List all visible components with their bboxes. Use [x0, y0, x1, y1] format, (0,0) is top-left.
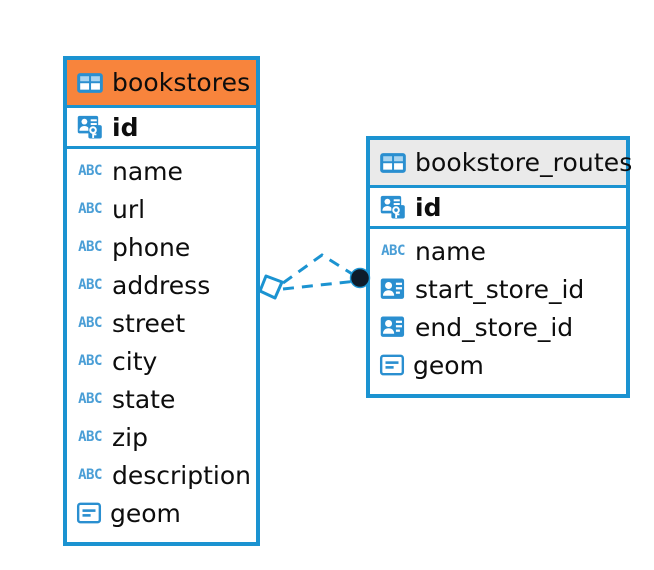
column-label: description: [112, 460, 252, 490]
text-type-icon: ABC: [78, 201, 102, 217]
foreign-key-icon: [379, 275, 407, 303]
primary-key-label: id: [415, 192, 442, 222]
column-label: geom: [413, 350, 484, 380]
column-label: address: [112, 270, 211, 300]
column-list-bookstore-routes: ABC name start_store_id: [370, 229, 626, 388]
column-label: state: [112, 384, 176, 414]
diamond-marker: [258, 274, 284, 300]
column-row[interactable]: ABC street: [67, 304, 256, 342]
primary-key-icon: [76, 113, 104, 141]
entity-name-label: bookstores: [112, 68, 251, 97]
column-label: name: [415, 236, 486, 266]
primary-key-icon: [379, 193, 407, 221]
column-row[interactable]: ABC name: [67, 152, 256, 190]
relationship-line-upper: [282, 253, 358, 285]
text-type-icon: ABC: [78, 353, 102, 369]
column-row[interactable]: end_store_id: [370, 308, 626, 346]
column-row[interactable]: ABC zip: [67, 418, 256, 456]
column-row[interactable]: ABC city: [67, 342, 256, 380]
text-type-icon: ABC: [78, 391, 102, 407]
column-row[interactable]: start_store_id: [370, 270, 626, 308]
geometry-type-icon: [379, 352, 405, 378]
column-label: name: [112, 156, 183, 186]
column-label: geom: [110, 498, 181, 528]
table-icon: [379, 149, 407, 177]
column-row[interactable]: ABC url: [67, 190, 256, 228]
relationship-line-lower: [282, 279, 358, 291]
text-type-icon: ABC: [78, 277, 102, 293]
column-row[interactable]: ABC state: [67, 380, 256, 418]
primary-key-row-bookstore-routes-id[interactable]: id: [370, 185, 626, 229]
primary-key-label: id: [112, 112, 139, 142]
column-row[interactable]: ABC description: [67, 456, 256, 494]
column-row[interactable]: geom: [370, 346, 626, 384]
primary-key-row-bookstores-id[interactable]: id: [67, 105, 256, 149]
table-icon: [76, 69, 104, 97]
column-label: phone: [112, 232, 191, 262]
foreign-key-icon: [379, 313, 407, 341]
text-type-icon: ABC: [78, 163, 102, 179]
column-label: url: [112, 194, 146, 224]
column-row[interactable]: geom: [67, 494, 256, 532]
column-row[interactable]: ABC name: [370, 232, 626, 270]
column-list-bookstores: ABC name ABC url ABC phone ABC address A…: [67, 149, 256, 536]
text-type-icon: ABC: [78, 429, 102, 445]
entity-header-bookstores[interactable]: bookstores: [67, 60, 256, 105]
entity-name-label: bookstore_routes: [415, 148, 633, 177]
column-label: zip: [112, 422, 148, 452]
text-type-icon: ABC: [381, 243, 405, 259]
text-type-icon: ABC: [78, 315, 102, 331]
column-label: start_store_id: [415, 274, 585, 304]
column-row[interactable]: ABC phone: [67, 228, 256, 266]
column-label: city: [112, 346, 158, 376]
geometry-type-icon: [76, 500, 102, 526]
column-row[interactable]: ABC address: [67, 266, 256, 304]
entity-table-bookstores[interactable]: bookstores id: [63, 56, 260, 546]
text-type-icon: ABC: [78, 467, 102, 483]
column-label: street: [112, 308, 186, 338]
column-label: end_store_id: [415, 312, 574, 342]
text-type-icon: ABC: [78, 239, 102, 255]
entity-table-bookstore-routes[interactable]: bookstore_routes id: [366, 136, 632, 398]
entity-header-bookstore-routes[interactable]: bookstore_routes: [370, 140, 632, 185]
